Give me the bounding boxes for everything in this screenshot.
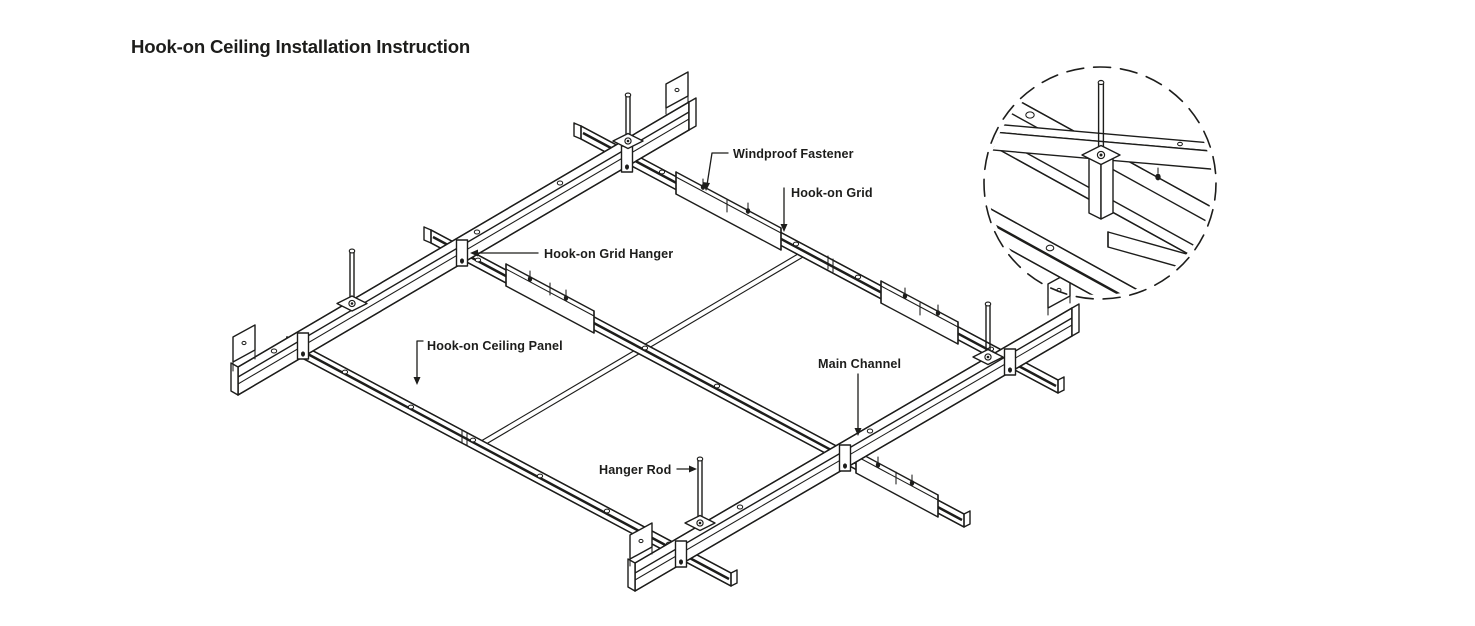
hanger-strap	[620, 145, 634, 173]
detail-hanger-rod	[1081, 79, 1121, 166]
hook-on-grid-rail-bottom	[286, 336, 738, 587]
windproof-fastener-sleeve	[880, 280, 959, 345]
hanger-rod-right	[972, 301, 1004, 366]
label-windproof-fastener: Windproof Fastener	[733, 147, 854, 161]
leader-windproof-fastener	[702, 152, 729, 191]
hanger-strap	[674, 540, 688, 568]
hanger-rod-bottom	[684, 456, 716, 532]
leader-main-channel	[854, 373, 862, 436]
hanger-strap	[1003, 348, 1017, 376]
detail-view-circle	[983, 66, 1217, 300]
page-title: Hook-on Ceiling Installation Instruction	[131, 36, 470, 57]
main-channel-bottom-right	[627, 271, 1080, 592]
hanger-strap	[455, 239, 469, 267]
label-hook-on-grid: Hook-on Grid	[791, 186, 873, 200]
detail-grid-hanger	[1088, 157, 1114, 220]
leader-hook-on-grid-hanger	[470, 249, 539, 257]
detail-circle-outline	[983, 66, 1217, 300]
windproof-fastener-sleeve	[855, 450, 939, 518]
leader-hanger-rod	[676, 465, 697, 473]
windproof-fastener-sleeve	[675, 171, 782, 251]
hanger-rod-left	[336, 248, 368, 312]
hook-on-grid-rail-middle	[423, 226, 971, 528]
hook-on-grid-rail-top	[573, 122, 1065, 394]
main-illustration	[230, 71, 1080, 592]
leader-hook-on-grid	[780, 187, 788, 232]
hanger-strap	[838, 444, 852, 472]
hanger-strap	[296, 332, 310, 360]
label-hanger-rod: Hanger Rod	[599, 463, 671, 477]
detail-windproof-fastener	[1155, 173, 1161, 181]
hanger-rod-top	[612, 92, 644, 150]
label-hook-on-grid-hanger: Hook-on Grid Hanger	[544, 247, 673, 261]
label-hook-on-ceiling-panel: Hook-on Ceiling Panel	[427, 339, 563, 353]
windproof-fastener-sleeve	[505, 263, 595, 334]
label-main-channel: Main Channel	[818, 357, 901, 371]
leader-hook-on-ceiling-panel	[413, 340, 424, 385]
